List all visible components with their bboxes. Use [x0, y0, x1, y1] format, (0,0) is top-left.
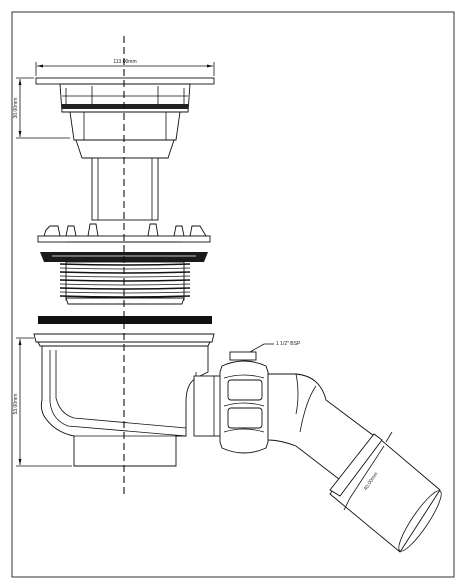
thread-callout: 1 1/2" BSP: [249, 341, 301, 353]
upper-height-dimension: 30.00mm: [13, 77, 70, 139]
body-height-dimension: 53.00mm: [13, 337, 72, 467]
thread-line: [59, 287, 191, 290]
grate-assembly: [35, 77, 215, 221]
outlet-assembly: 40.00mm: [193, 351, 442, 553]
thread-line: [59, 271, 191, 274]
seal-gasket: [38, 316, 212, 324]
flange-width-label: 113.00mm: [113, 59, 136, 65]
waste-bowl: [40, 345, 209, 467]
thread-line: [59, 275, 191, 278]
body-height-label: 53.00mm: [13, 394, 19, 415]
grate-band-dark: [62, 104, 188, 109]
thread-line: [59, 267, 191, 270]
grate-spigot-upper: [69, 111, 181, 141]
thread-line: [59, 279, 191, 282]
grate-spigot-pipe: [91, 157, 159, 221]
grate-plate: [35, 77, 215, 85]
flange-width-dimension: 113.00mm: [35, 59, 215, 76]
thread-line: [59, 295, 191, 298]
thread-callout-label: 1 1/2" BSP: [276, 341, 301, 347]
thread-line: [59, 283, 191, 286]
thread-line: [59, 263, 191, 266]
upper-height-label: 30.00mm: [13, 98, 19, 119]
drawing-border: [11, 11, 455, 578]
thread-line: [59, 291, 191, 294]
